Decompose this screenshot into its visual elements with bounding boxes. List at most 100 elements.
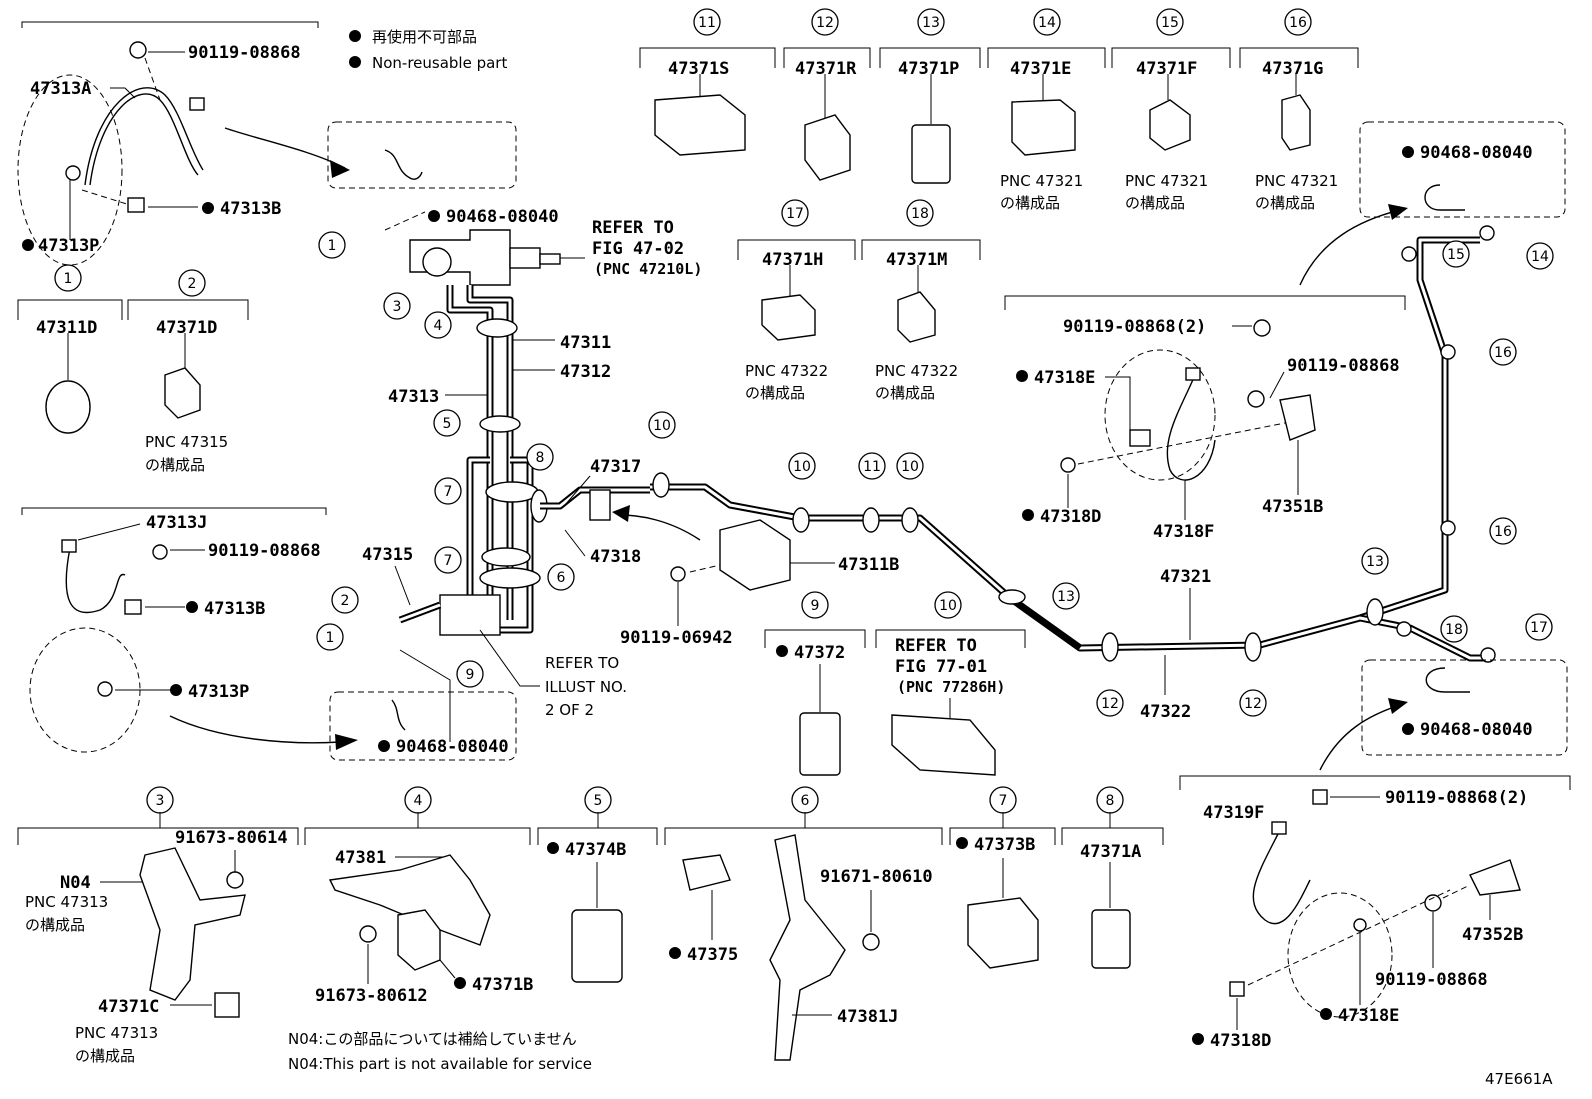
washer-icon (97, 681, 113, 697)
callout-number: 1 (326, 630, 335, 646)
part-label: 47312 (560, 362, 611, 382)
part-label: 47351B (1262, 497, 1323, 517)
callout-circle (1489, 517, 1517, 545)
callout-number: 16 (1289, 15, 1307, 31)
front-hose-group-mid: 47313J 90119-08868 47313B 47313P (21, 507, 358, 753)
callout-circle (1096, 689, 1124, 717)
pnc-note: の構成品 (875, 384, 935, 402)
part-label: 90119-08868 (1375, 970, 1488, 990)
callout-number: 7 (999, 793, 1008, 809)
part-label: 90468-08040 (1420, 143, 1533, 163)
clamp-icon (1011, 99, 1076, 156)
callout-number: 15 (1161, 15, 1179, 31)
clamp-header: 47374B (565, 840, 626, 860)
union-bolt-icon (1425, 667, 1470, 693)
callout-circle (547, 563, 575, 591)
part-label: 47318F (1153, 522, 1214, 542)
callout-circle (693, 8, 721, 36)
rear-hose-group-rh: 90119-08868(2) 90119-08868 47318E 47318D… (1004, 295, 1406, 542)
callout-number: 18 (1445, 622, 1463, 638)
callout-number: 7 (444, 553, 453, 569)
callout-number: 4 (434, 318, 443, 334)
callout-circle (383, 292, 411, 320)
callout-number: 14 (1531, 249, 1549, 265)
callout-number: 16 (1494, 345, 1512, 361)
callout-circle (781, 199, 809, 227)
callout-circle (1033, 8, 1061, 36)
part-label: 90119-08868 (208, 541, 321, 561)
clamp-icons (45, 74, 1311, 434)
callout-number: 1 (64, 271, 73, 287)
pnc-note: の構成品 (25, 916, 85, 934)
part-label: 47318D (1040, 507, 1101, 527)
callout-circle (906, 199, 934, 227)
clamp-header: 47371D (156, 318, 217, 338)
fig-ref: FIG 77-01 (895, 657, 987, 677)
pnc-note: PNC 47321 (1000, 172, 1083, 190)
callout-number: 10 (901, 459, 919, 475)
part-label: 47313P (188, 682, 249, 702)
callout-number: 16 (1494, 524, 1512, 540)
tube-bundle-vertical (439, 285, 650, 636)
bolt-icon (152, 544, 168, 560)
clamp-group-5: 47374B (547, 840, 626, 983)
callout-circle (178, 269, 206, 297)
pnc-note: PNC 47315 (145, 433, 228, 451)
callout-circle (433, 409, 461, 437)
callout-number: 17 (786, 206, 804, 222)
part-label: 47313B (204, 599, 265, 619)
callout-circle (1156, 8, 1184, 36)
part-label: 91671-80610 (820, 867, 933, 887)
callout-circle (1526, 242, 1554, 270)
part-label: 47313 (388, 387, 439, 407)
part-label: 47371B (472, 975, 533, 995)
callout-number: 11 (698, 15, 716, 31)
part-label: 90119-08868 (1287, 356, 1400, 376)
service-note-jp: N04:この部品については補給していません (288, 1030, 577, 1048)
callout-number: 12 (1101, 696, 1119, 712)
main-brake-lines (650, 225, 1496, 663)
part-label: 91673-80612 (315, 986, 428, 1006)
part-label: 47352B (1462, 925, 1523, 945)
pnc-note: PNC 47313 (25, 893, 108, 911)
fig-ref: FIG 47-02 (592, 239, 684, 259)
part-label: 47375 (687, 945, 738, 965)
callout-number: 10 (793, 459, 811, 475)
refer-illust: REFER TO (545, 654, 619, 672)
callout-number: 9 (466, 667, 475, 683)
clamp-header: 47371R (795, 59, 857, 79)
clamp-icon (799, 712, 841, 776)
part-label: 47311B (838, 555, 899, 575)
callout-circle (424, 311, 452, 339)
clamp-group-7: 47373B (956, 835, 1039, 969)
bracket-group-4: 47381 91673-80612 47371B (315, 848, 533, 1006)
clamp-icon (682, 854, 731, 891)
bolt-icon (1060, 457, 1076, 473)
bolt-icon (359, 925, 377, 943)
part-label: 47319F (1203, 803, 1264, 823)
clamp-header: 47371F (1136, 59, 1197, 79)
callout-circle (934, 591, 962, 619)
callout-circle (316, 623, 344, 651)
part-label: 47313B (220, 199, 281, 219)
callout-number: 8 (1106, 793, 1115, 809)
callout-number: 10 (939, 598, 957, 614)
bracket-group-6: 47375 91671-80610 47381J (669, 834, 933, 1061)
washer-icon (1353, 918, 1367, 932)
refer-to-text: REFER TO (592, 218, 674, 238)
pnc-note: の構成品 (1125, 194, 1185, 212)
bracket-group-3: 91673-80614 N04 PNC 47313 の構成品 47371C PN… (25, 828, 288, 1065)
callout-circle (1361, 547, 1389, 575)
bundle-labels: 47311 47312 47313 47317 47318 47315 REFE… (362, 333, 641, 719)
bottom-headers (17, 812, 1164, 845)
clamp-icon (804, 114, 851, 181)
callout-circle (1239, 689, 1267, 717)
pnc-note: PNC 47321 (1125, 172, 1208, 190)
callout-number: 13 (922, 15, 940, 31)
callout-number: 12 (1244, 696, 1262, 712)
pnc-note: の構成品 (145, 456, 205, 474)
clamp-icon (967, 897, 1039, 969)
clamps-9-10: 47372 REFER TO FIG 77-01 (PNC 77286H) (764, 629, 1026, 776)
